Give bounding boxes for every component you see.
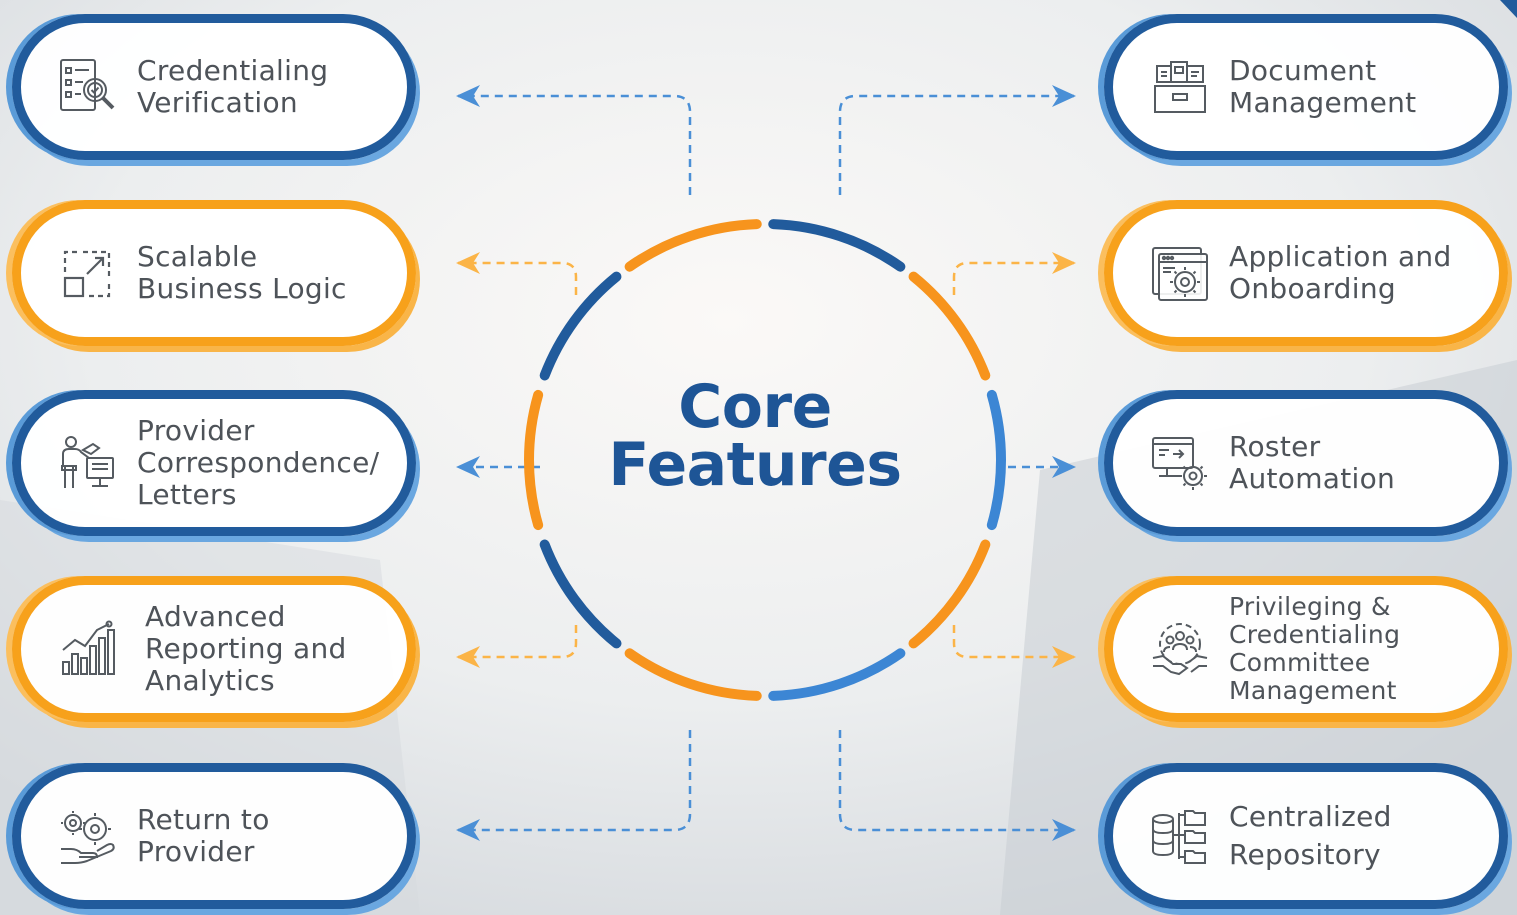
feature-label-line: Credentialing [1229, 620, 1401, 649]
window-gear-icon [1152, 247, 1208, 301]
ring-segment [908, 539, 991, 649]
ring-segment [539, 539, 622, 649]
ring-segment [624, 648, 762, 701]
feature-label-line: Analytics [145, 664, 275, 697]
ring-segment [986, 389, 1006, 531]
feature-label-line: Verification [137, 86, 298, 119]
feature-label-line: Centralized [1229, 800, 1392, 833]
feature-label-line: Provider [137, 835, 255, 868]
feature-label-line: Document [1229, 54, 1377, 87]
feature-return-to-provider: Return to Provider [12, 763, 416, 909]
feature-label-line: Privileging & [1229, 592, 1391, 621]
feature-application-onboarding: Application and Onboarding [1104, 200, 1508, 346]
database-folders-icon [1152, 810, 1206, 864]
connector-credentialing-verification [456, 85, 692, 195]
feature-provider-correspondence-letters: Provider Correspondence/ Letters [12, 390, 416, 536]
feature-label-line: Letters [137, 478, 237, 511]
feature-label-line: Automation [1229, 462, 1396, 495]
feature-label-line: Management [1229, 86, 1417, 119]
connector-scalable-business-logic [456, 252, 578, 295]
handshake-team-icon [1152, 623, 1208, 676]
connector-document-management [838, 85, 1076, 195]
feature-advanced-reporting-analytics: Advanced Reporting and Analytics [12, 576, 416, 722]
connector-advanced-reporting [456, 625, 578, 668]
presenter-icon [61, 436, 114, 488]
feature-label-line: Reporting and [145, 632, 347, 665]
feature-centralized-repository: Centralized Repository [1104, 763, 1508, 909]
scale-expand-icon [63, 250, 111, 298]
feature-label-line: Roster [1229, 430, 1321, 463]
document-box-icon [1154, 61, 1206, 113]
feature-label-line: Onboarding [1229, 272, 1396, 305]
bar-chart-icon [62, 620, 115, 675]
ring-segment [908, 271, 991, 381]
feature-label-line: Application and [1229, 240, 1452, 273]
feature-scalable-business-logic: Scalable Business Logic [12, 200, 416, 346]
feature-label-line: Correspondence/ [137, 446, 380, 479]
checklist-magnifier-icon [60, 59, 115, 111]
feature-label-line: Business Logic [137, 272, 347, 305]
monitor-gear-icon [1152, 437, 1207, 490]
connector-centralized-repository [838, 730, 1076, 841]
core-ring [524, 219, 1006, 701]
connector-return-to-provider [456, 730, 692, 841]
ring-segment [768, 219, 906, 272]
ring-segment [624, 219, 762, 272]
feature-privileging-committee-management: Privileging & Credentialing Committee Ma… [1104, 576, 1508, 722]
ring-segment [768, 648, 906, 701]
connector-privileging [952, 625, 1076, 668]
feature-credentialing-verification: Credentialing Verification [12, 14, 416, 160]
feature-document-management: Document Management [1104, 14, 1508, 160]
gears-hand-icon [61, 811, 115, 864]
feature-label-line: Repository [1229, 838, 1381, 871]
ring-segment [539, 271, 622, 381]
ring-segment [524, 389, 544, 531]
feature-label-line: Credentialing [137, 54, 329, 87]
feature-label-line: Committee [1229, 648, 1371, 677]
title-line-1: Core [678, 372, 832, 442]
core-features-title: Core Features [560, 372, 950, 500]
feature-label-line: Advanced [145, 600, 286, 633]
feature-label-line: Provider [137, 414, 255, 447]
feature-label-line: Management [1229, 676, 1397, 705]
feature-label-line: Return to [137, 803, 270, 836]
title-line-2: Features [608, 430, 902, 500]
feature-label-line: Scalable [137, 240, 258, 273]
feature-roster-automation: Roster Automation [1104, 390, 1508, 536]
connector-application-onboarding [952, 252, 1076, 295]
